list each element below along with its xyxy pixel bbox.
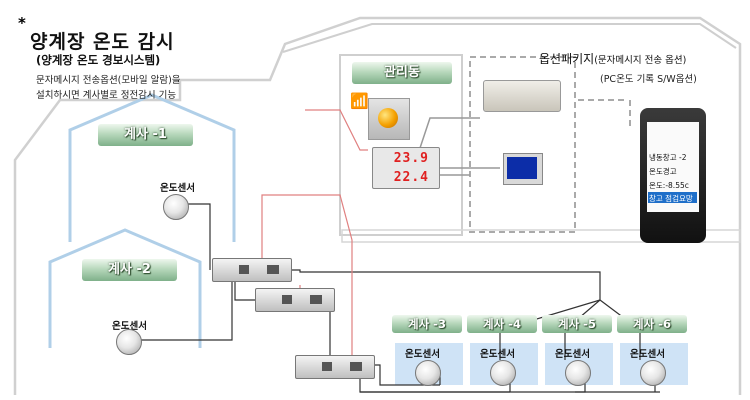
house-1-label: 계사 -1 (98, 124, 193, 146)
house-2-temperature-sensor (116, 329, 142, 355)
title-asterisk: * (18, 14, 26, 32)
page-title: 양계장 온도 감시 (30, 31, 175, 53)
house-2-outline (48, 228, 202, 348)
house-6-temperature-sensor (640, 360, 666, 386)
pc-monitor (503, 153, 543, 185)
house-5-sensor-label: 온도센서 (555, 349, 590, 360)
management-building (339, 54, 463, 236)
house-1-outline (68, 93, 236, 242)
management-roof (282, 23, 737, 53)
mobile-phone: 냉동창고 -2 온도경고 온도:-8.55c 창고 점검요망 (640, 108, 706, 243)
phone-line-2: 온도경고 (649, 167, 677, 176)
alarm-light (368, 98, 410, 140)
building-outline (13, 16, 742, 395)
house-6-label: 계사 -6 (617, 315, 687, 333)
controller-3 (295, 355, 375, 379)
page-subtitle: (양계장 온도 경보시스템) (36, 53, 161, 67)
signal-icon: 📶 (350, 92, 369, 110)
house-5-label: 계사 -5 (542, 315, 612, 333)
sms-modem-device (483, 80, 561, 112)
option-package-box (469, 56, 576, 233)
description-line-1: 문자메시지 전송옵션(모바일 알람)을 (36, 75, 181, 86)
option-package-name: 옵션패키지 (539, 52, 595, 66)
house-3-label: 계사 -3 (392, 315, 462, 333)
temperature-display: 23.9 22.4 (372, 147, 440, 189)
phone-screen: 냉동창고 -2 온도경고 온도:-8.55c 창고 점검요망 (647, 122, 699, 212)
phone-line-1: 냉동창고 -2 (649, 153, 687, 162)
house-1-sensor-label: 온도센서 (160, 183, 195, 194)
option-pc-label: (PC온도 기록 S/W옵션) (600, 74, 697, 85)
house-2-sensor-label: 온도센서 (112, 321, 147, 332)
house-4-temperature-sensor (490, 360, 516, 386)
option-package-title: 옵션패키지(문자메시지 전송 옵션) (539, 50, 686, 67)
house-1-temperature-sensor (163, 194, 189, 220)
display-reading-1: 23.9 (393, 151, 429, 166)
house-6-sensor-label: 온도센서 (630, 349, 665, 360)
display-reading-2: 22.4 (393, 170, 429, 185)
page-description: 문자메시지 전송옵션(모바일 알람)을 설치하시면 계사별로 정전감시 기능 (36, 73, 181, 103)
monitor-screen (507, 157, 537, 179)
description-line-2: 설치하시면 계사별로 정전감시 기능 (36, 90, 177, 101)
house-4-label: 계사 -4 (467, 315, 537, 333)
house-4-sensor-label: 온도센서 (480, 349, 515, 360)
house-5-temperature-sensor (565, 360, 591, 386)
option-sms-label: (문자메시지 전송 옵션) (594, 55, 687, 66)
controller-2 (255, 288, 335, 312)
house-2-label: 계사 -2 (82, 259, 177, 281)
management-inner (341, 229, 741, 243)
phone-highlight (648, 192, 697, 203)
controller-1 (212, 258, 292, 282)
alarm-bulb-icon (378, 108, 398, 128)
house-3-temperature-sensor (415, 360, 441, 386)
phone-line-4: 창고 점검요망 (649, 194, 693, 203)
management-building-label: 관리동 (352, 62, 452, 84)
house-3-sensor-label: 온도센서 (405, 349, 440, 360)
phone-line-3: 온도:-8.55c (649, 181, 689, 190)
